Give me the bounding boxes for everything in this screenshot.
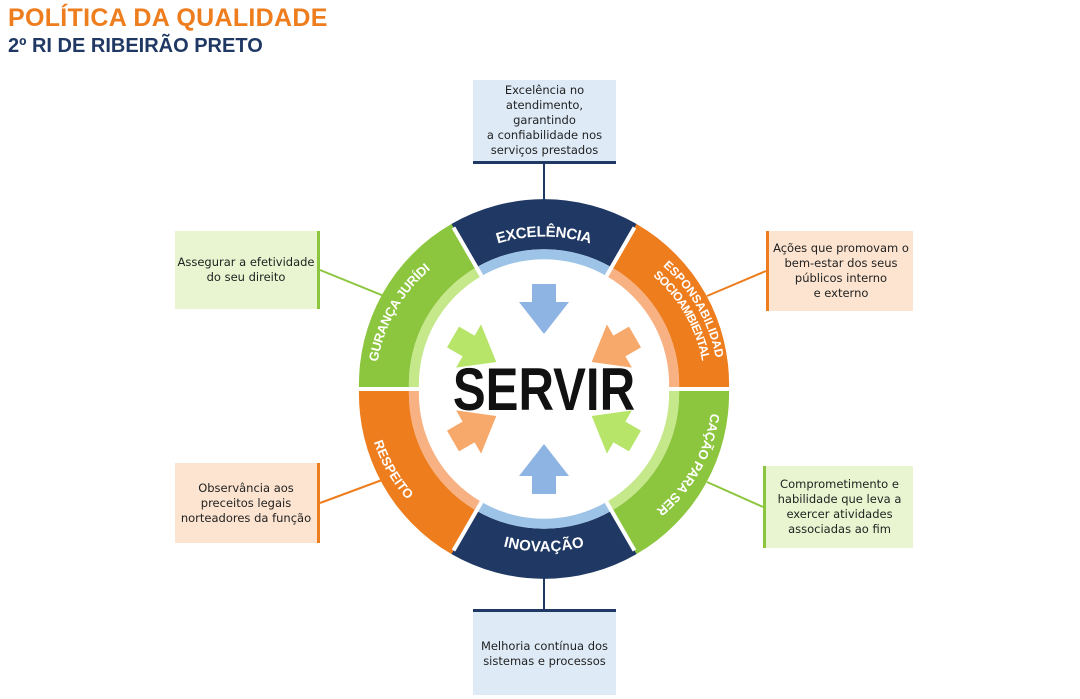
arrow-right-icon [447, 410, 497, 454]
segment-label-inovacao: INOVAÇÃO [502, 534, 585, 556]
segment-inovacao [451, 510, 637, 579]
arrow-up-icon [519, 444, 569, 494]
box-seguranca-text: Assegurar a efetividade do seu direito [177, 255, 315, 284]
box-vocacao: Comprometimento e habilidade que leva a … [763, 466, 913, 548]
box-responsabilidade-text: Ações que promovam o bem-estar dos seus … [773, 241, 909, 300]
box-excelencia: Excelência no atendimento, garantindo a … [473, 80, 616, 164]
arrow-right-icon [447, 324, 497, 368]
box-inovacao-text: Melhoria contínua dos sistemas e process… [480, 638, 609, 668]
box-respeito: Observância aos preceitos legais nortead… [175, 463, 320, 543]
box-seguranca: Assegurar a efetividade do seu direito [175, 231, 320, 309]
segment-responsabilidade [611, 224, 730, 389]
connectors [319, 164, 767, 609]
segment-vocacao [611, 389, 730, 554]
box-respeito-text: Observância aos preceitos legais nortead… [180, 480, 312, 525]
arrow-down-icon [519, 284, 569, 334]
box-vocacao-text: Comprometimento e habilidade que leva a … [777, 477, 902, 536]
box-excelencia-text: Excelência no atendimento, garantindo a … [486, 83, 603, 157]
segment-excelencia [451, 199, 637, 268]
segment-separators [359, 226, 729, 552]
center-label: SERVIR [453, 355, 635, 423]
page-subtitle: 2º RI DE RIBEIRÃO PRETO [8, 35, 263, 57]
page-title: POLÍTICA DA QUALIDADE [8, 4, 328, 32]
segment-respeito [358, 389, 477, 554]
arrow-left-icon [591, 410, 641, 454]
arrow-left-icon [591, 324, 641, 368]
box-inovacao: Melhoria contínua dos sistemas e process… [473, 609, 616, 695]
segment-seguranca [358, 224, 477, 389]
box-responsabilidade: Ações que promovam o bem-estar dos seus … [766, 231, 913, 311]
